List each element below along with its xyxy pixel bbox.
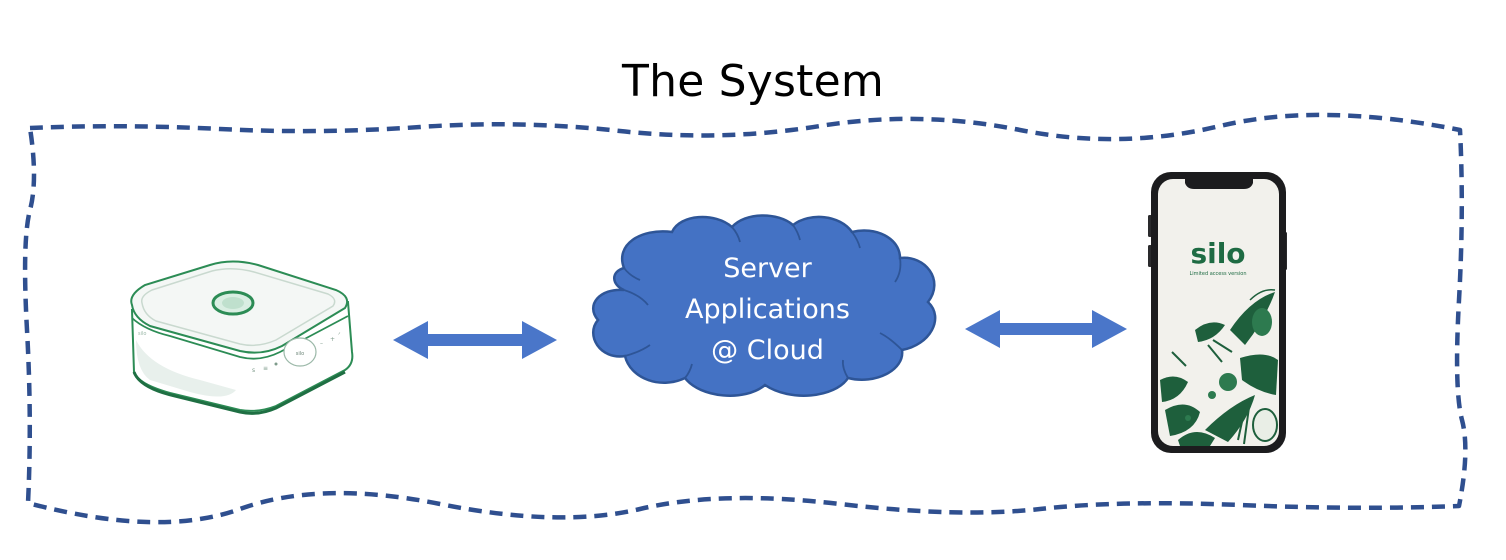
app-name-text: silo <box>1190 237 1245 270</box>
cloud-icon <box>592 214 937 397</box>
hub-device-icon: silo s ≡ – + ᐟ silo <box>130 260 354 415</box>
svg-text:silo: silo <box>138 331 146 337</box>
app-tagline-text: Limited access version <box>1190 271 1247 277</box>
svg-text:ᐟ: ᐟ <box>338 332 341 339</box>
vegetable-illustration <box>1160 288 1278 446</box>
svg-text:–: – <box>320 340 323 347</box>
svg-text:silo: silo <box>296 351 304 357</box>
diagram-title: The System <box>622 56 884 107</box>
cloud-label: Server Applications @ Cloud <box>590 248 945 371</box>
smartphone-icon: silo Limited access version <box>1148 172 1287 453</box>
cloud-label-line-2: Applications <box>685 294 850 325</box>
svg-text:+: + <box>330 336 335 343</box>
cloud-label-line-3: @ Cloud <box>711 335 824 366</box>
system-boundary <box>22 112 1468 525</box>
double-arrow-cloud-phone <box>965 310 1127 348</box>
svg-text:≡: ≡ <box>263 365 268 372</box>
cloud-label-line-1: Server <box>723 253 812 284</box>
svg-text:s: s <box>252 367 255 374</box>
double-arrow-device-cloud <box>393 321 557 359</box>
